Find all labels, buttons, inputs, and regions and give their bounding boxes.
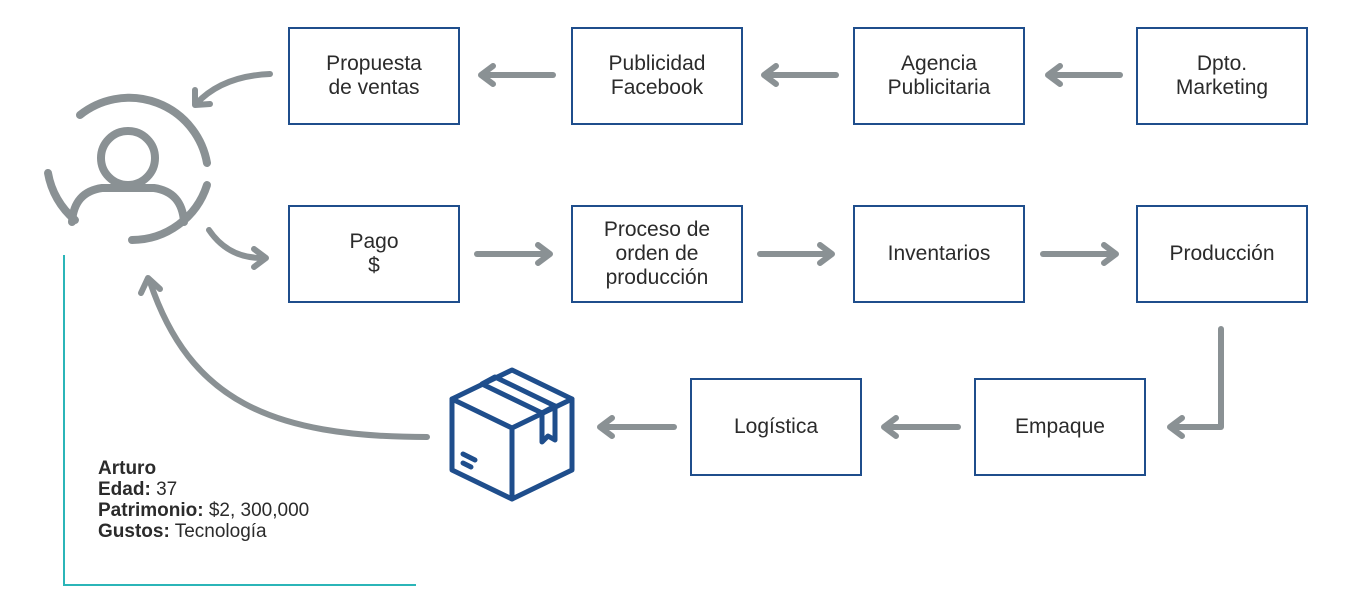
- profile-wealth-value: $2, 300,000: [208, 500, 310, 521]
- box-proceso-orden-produccion: Proceso de orden de producción: [571, 205, 743, 303]
- profile-age-value: 37: [156, 479, 178, 500]
- profile-wealth-line: Patrimonio: $2, 300,000: [98, 500, 309, 521]
- arrow-logistica-to-package: [597, 415, 677, 439]
- box-produccion: Producción: [1136, 205, 1308, 303]
- profile-likes-label: Gustos:: [98, 521, 170, 542]
- profile-likes-line: Gustos: Tecnología: [98, 521, 309, 542]
- box-dpto-marketing: Dpto. Marketing: [1136, 27, 1308, 125]
- arrow-produccion-to-empaque: [1167, 326, 1224, 439]
- profile-name-line: Arturo: [98, 458, 309, 479]
- box-pago: Pago $: [288, 205, 460, 303]
- arrow-publicidad-to-propuesta: [478, 63, 556, 87]
- profile-wealth-label: Patrimonio:: [98, 500, 204, 521]
- customer-profile: Arturo Edad: 37 Patrimonio: $2, 300,000 …: [98, 458, 309, 542]
- profile-age-label: Edad:: [98, 479, 151, 500]
- box-propuesta-ventas: Propuesta de ventas: [288, 27, 460, 125]
- arrow-pago-to-proceso: [474, 242, 553, 266]
- package-box-icon: [449, 367, 575, 502]
- arrow-empaque-to-logistica: [881, 415, 961, 439]
- box-logistica: Logística: [690, 378, 862, 476]
- arrow-package-to-user: [138, 275, 430, 440]
- box-empaque: Empaque: [974, 378, 1146, 476]
- box-inventarios: Inventarios: [853, 205, 1025, 303]
- arrow-marketing-to-agencia: [1045, 63, 1123, 87]
- arrow-proceso-to-inventarios: [757, 242, 835, 266]
- box-publicidad-facebook: Publicidad Facebook: [571, 27, 743, 125]
- profile-age-line: Edad: 37: [98, 479, 309, 500]
- profile-name: Arturo: [98, 458, 157, 479]
- arrow-propuesta-to-user: [192, 71, 273, 108]
- profile-bracket: [63, 255, 416, 586]
- arrow-user-to-pago: [206, 227, 269, 270]
- profile-likes-value: Tecnología: [174, 521, 267, 542]
- user-icon: [44, 93, 211, 244]
- arrow-inventarios-to-produccion: [1040, 242, 1119, 266]
- arrow-agencia-to-publicidad: [761, 63, 839, 87]
- box-agencia-publicitaria: Agencia Publicitaria: [853, 27, 1025, 125]
